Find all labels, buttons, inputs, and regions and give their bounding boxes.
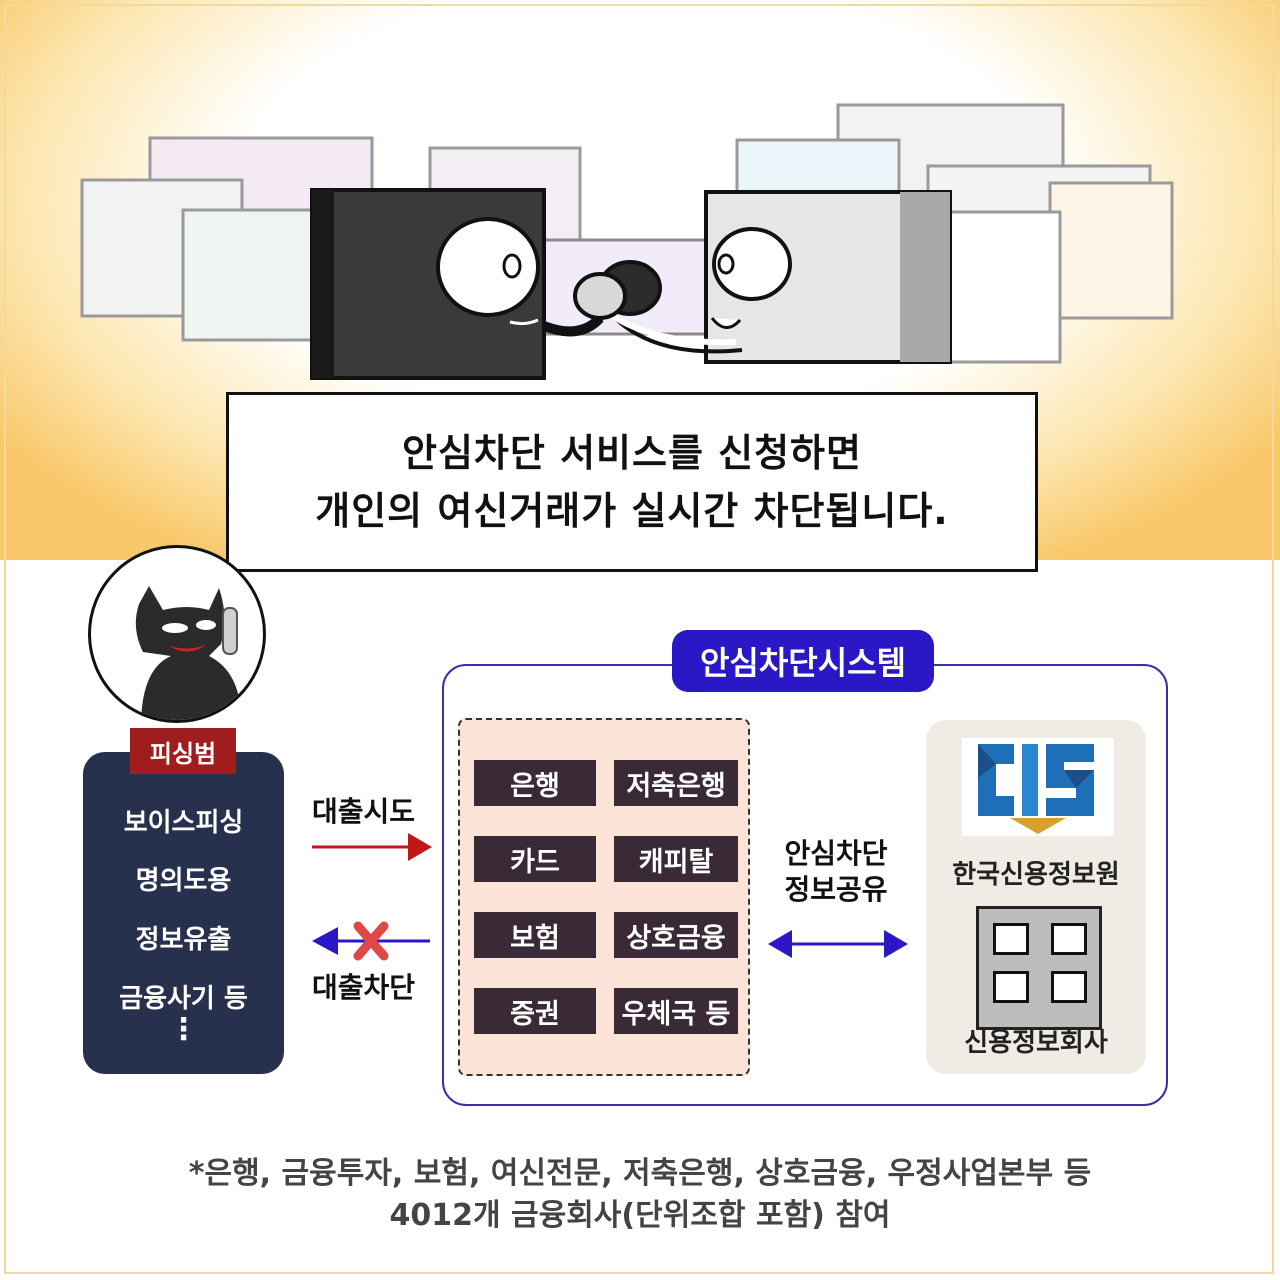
institution-label: 보험	[474, 912, 596, 958]
institution-label: 우체국 등	[614, 988, 738, 1034]
loan-blocked-label: 대출차단	[312, 971, 416, 1004]
phishing-item: 보이스피싱	[123, 808, 244, 838]
cis-panel: 한국신용정보원 신용정보회사	[926, 720, 1146, 1074]
institution-label: 캐피탈	[614, 836, 738, 882]
phisher-avatar	[88, 545, 266, 723]
headline-line-1: 안심차단 서비스를 신청하면	[402, 431, 862, 475]
institution-label: 상호금융	[614, 912, 738, 958]
phishing-item: 정보유출	[135, 925, 232, 955]
credit-info-company-label: 신용정보회사	[964, 1028, 1108, 1058]
footnote-line-1: *은행, 금융투자, 보험, 여신전문, 저축은행, 상호금융, 우정사업본부 …	[188, 1156, 1092, 1191]
info-share-line-2: 정보공유	[784, 873, 888, 906]
institution-label: 저축은행	[614, 760, 738, 806]
cis-logo-icon	[978, 744, 1094, 834]
dark-character	[310, 188, 604, 380]
headline-bubble: 안심차단 서비스를 신청하면 개인의 여신거래가 실시간 차단됩니다.	[226, 392, 1038, 572]
headline-line-2: 개인의 여신거래가 실시간 차단됩니다.	[315, 489, 949, 533]
building-window	[993, 971, 1029, 1003]
institution-box: 은행 저축은행 카드 캐피탈 보험 상호금융 증권 우체국 등	[458, 718, 750, 1076]
info-share-line-1: 안심차단	[784, 837, 888, 870]
loan-attempt-label: 대출시도	[312, 795, 416, 828]
phishing-list-box: 보이스피싱 명의도용 정보유출 금융사기 등 ⋮	[83, 752, 284, 1074]
light-hand	[573, 272, 627, 320]
page-frame	[4, 4, 1274, 1274]
building-window	[993, 923, 1029, 955]
info-share-label: 안심차단 정보공유	[776, 836, 896, 908]
background-card	[1048, 181, 1174, 320]
institution-label: 증권	[474, 988, 596, 1034]
phishing-item: 명의도용	[135, 866, 232, 896]
cat-phisher-icon	[135, 586, 241, 720]
phisher-tag: 피싱범	[130, 728, 236, 774]
system-title: 안심차단시스템	[672, 630, 934, 692]
cis-logo	[962, 738, 1114, 836]
background-card	[948, 210, 1062, 364]
light-character	[704, 190, 952, 364]
more-dots: ⋮	[168, 1012, 199, 1047]
building-window	[1051, 923, 1087, 955]
institution-label: 카드	[474, 836, 596, 882]
institution-label: 은행	[474, 760, 596, 806]
cis-name: 한국신용정보원	[952, 860, 1120, 890]
footnote-line-2: 4012개 금융회사(단위조합 포함) 참여	[389, 1198, 891, 1233]
building-window	[1051, 971, 1087, 1003]
building-icon	[976, 906, 1102, 1030]
phishing-item: 금융사기 등	[119, 984, 248, 1014]
handshake-illustration	[80, 103, 1174, 380]
